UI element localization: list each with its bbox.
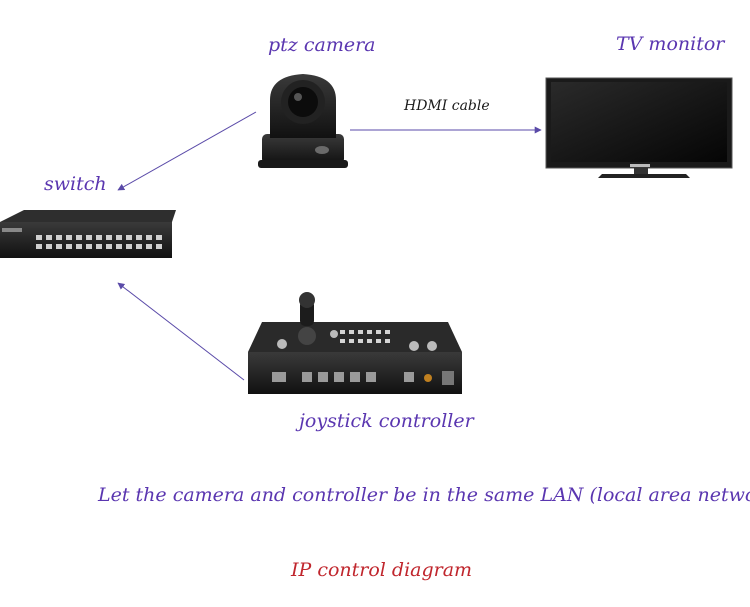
hdmi-cable-label: HDMI cable [404, 98, 490, 114]
ptz-camera-label: ptz camera [268, 34, 376, 56]
ptz-camera-image [258, 74, 348, 168]
lan-note: Let the camera and controller be in the … [98, 484, 750, 506]
arrow-camera-to-switch [117, 111, 257, 191]
diagram-title: IP control diagram [291, 559, 473, 581]
controller-rear-ports [272, 372, 414, 382]
switch-port-row-top [36, 235, 162, 240]
joystick-controller-label: joystick controller [299, 410, 474, 432]
controller-button-grid [340, 330, 390, 343]
switch-port-row-bottom [36, 244, 162, 249]
joystick-controller-image [248, 292, 462, 394]
switch-image [0, 210, 176, 258]
tv-monitor-image [545, 77, 733, 178]
arrow-controller-to-switch [117, 282, 245, 381]
tv-monitor-label: TV monitor [616, 33, 725, 55]
switch-label: switch [44, 173, 107, 195]
